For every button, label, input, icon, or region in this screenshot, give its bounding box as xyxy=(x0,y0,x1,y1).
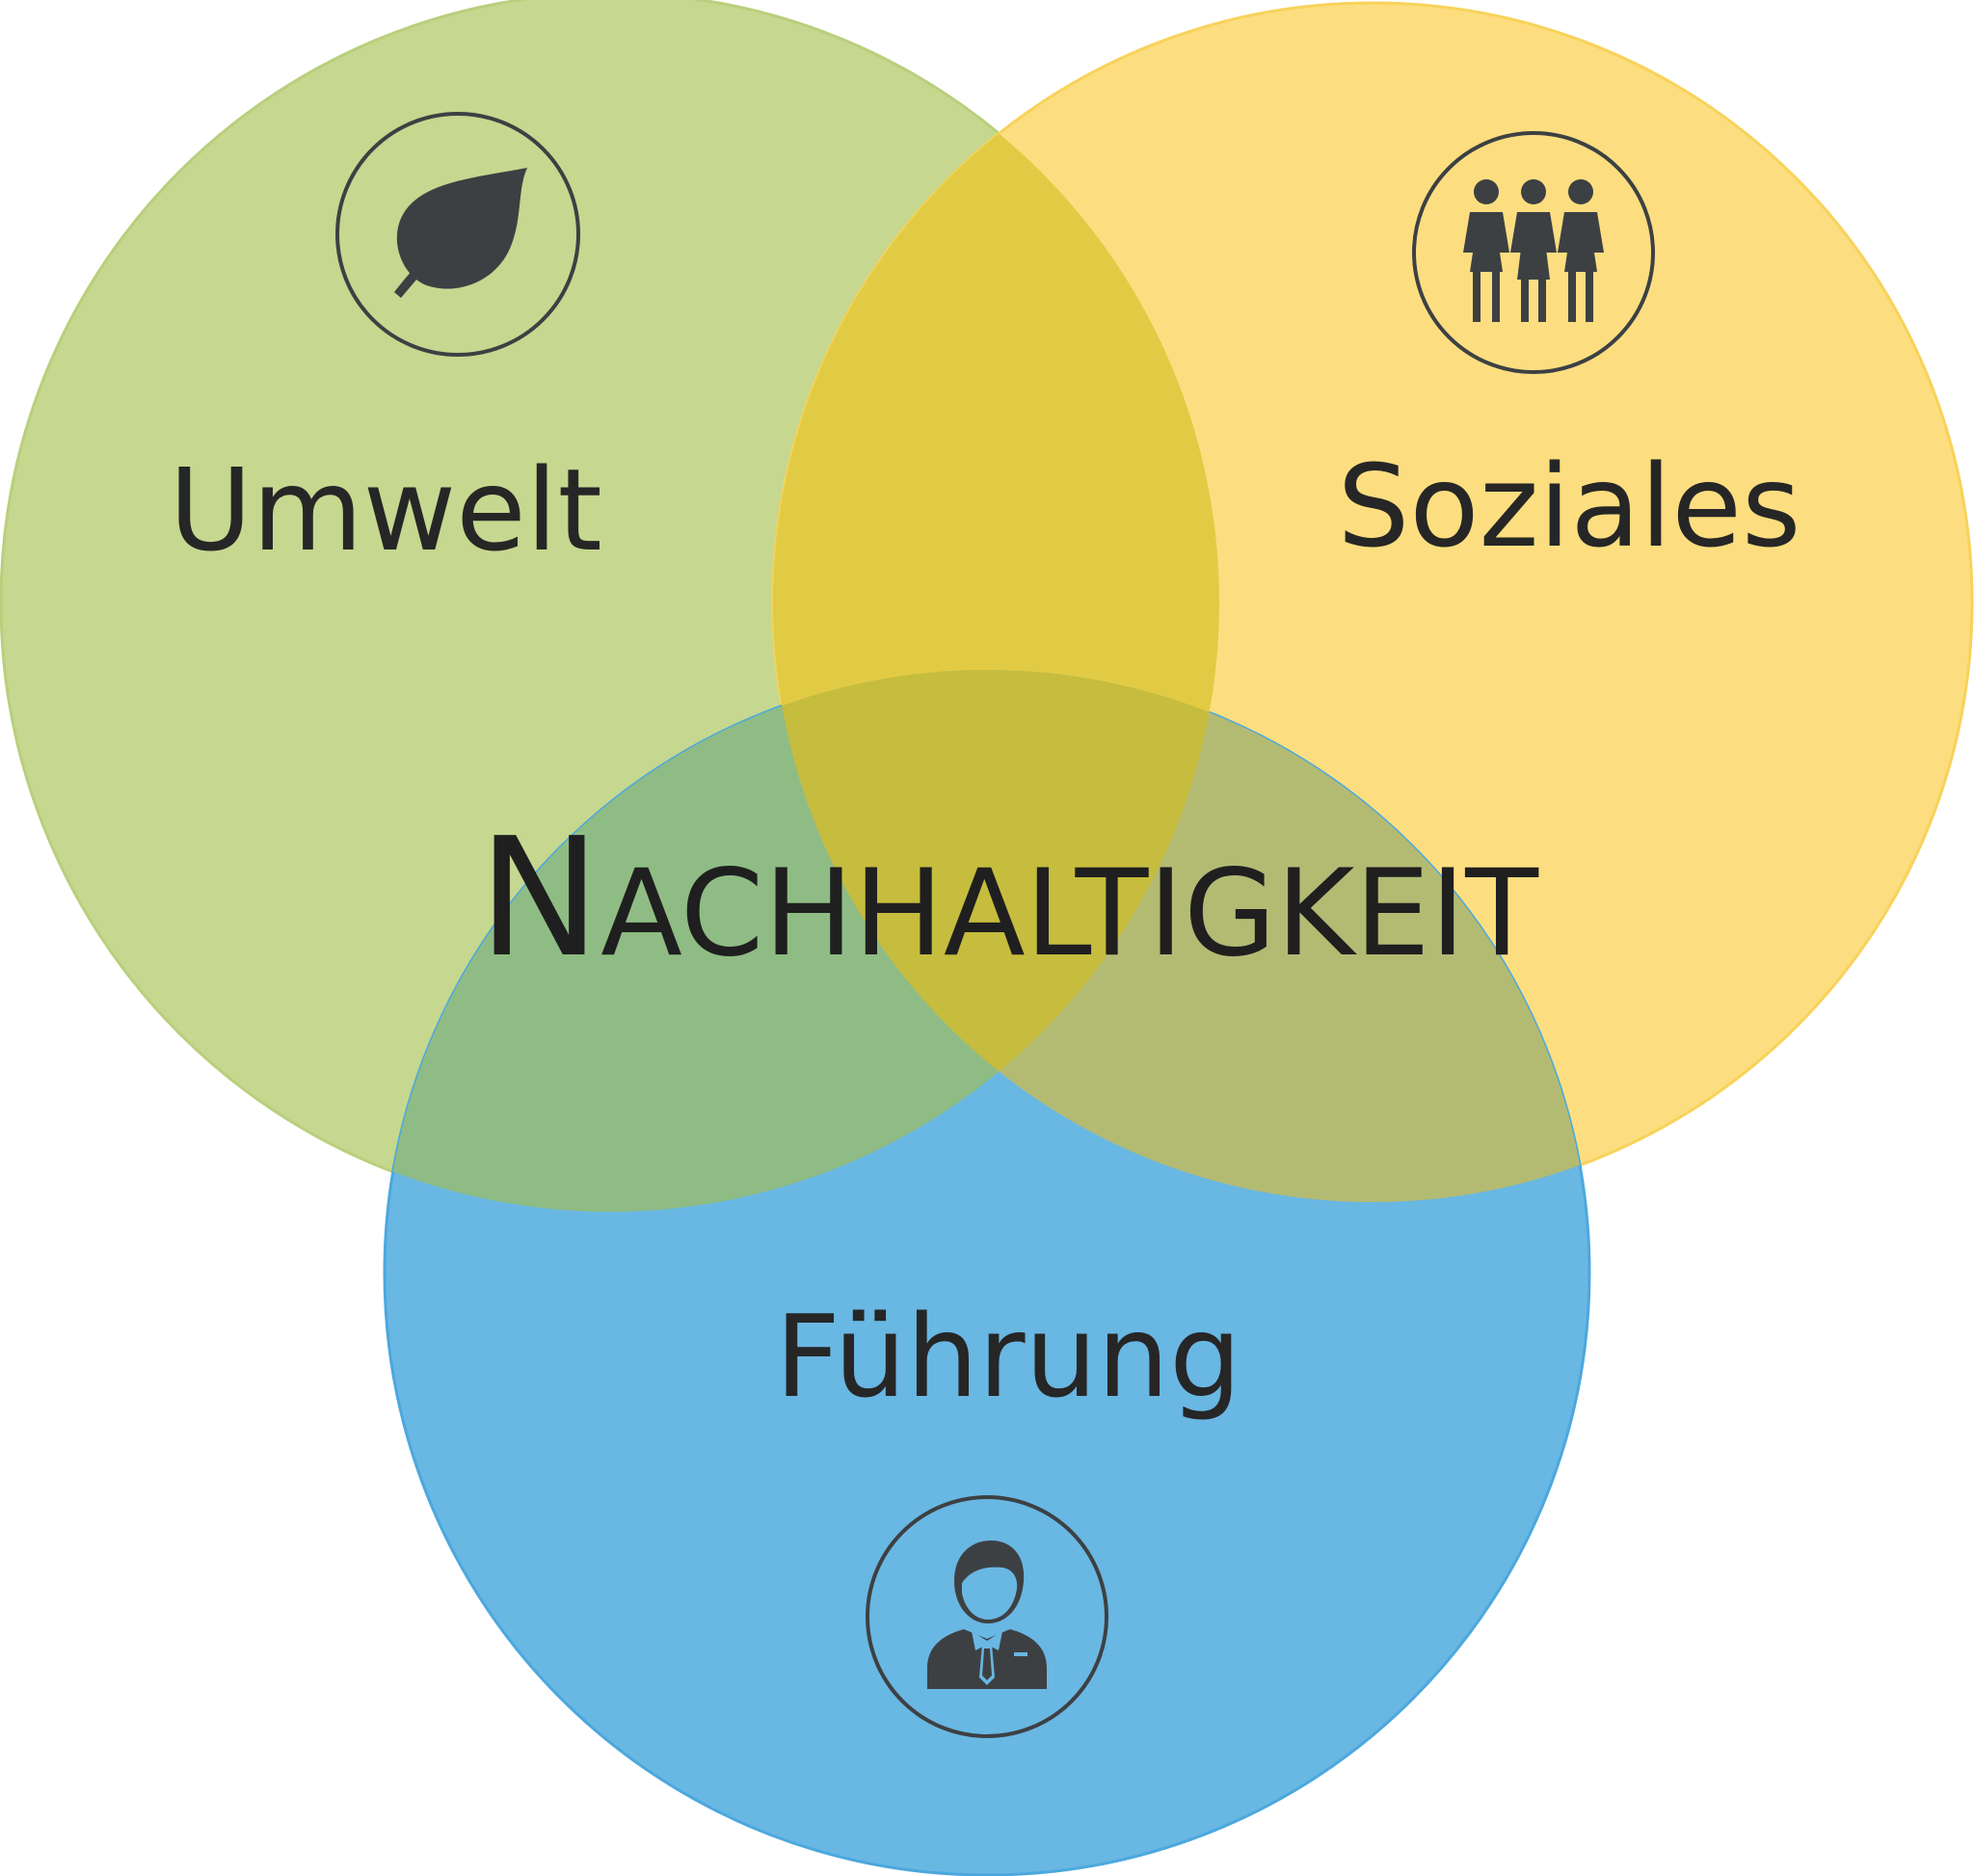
leaf-icon xyxy=(394,168,527,298)
center-label-rest: ACHHALTIGKEIT xyxy=(600,844,1539,983)
label-umwelt: Umwelt xyxy=(169,443,601,576)
label-fuehrung: Führung xyxy=(775,1290,1241,1423)
fuehrung-icon-ring xyxy=(866,1495,1108,1738)
businessman-icon xyxy=(927,1541,1047,1689)
center-label-nachhaltigkeit: NACHHALTIGKEIT xyxy=(478,803,1539,994)
umwelt-icon-badge xyxy=(335,112,580,357)
people-group-icon xyxy=(1463,179,1604,322)
soziales-icon-ring xyxy=(1412,131,1655,374)
overlap-umwelt-fuehrung xyxy=(385,670,1219,1212)
soziales-icon-badge xyxy=(1412,131,1655,374)
umwelt-icon-ring xyxy=(335,112,580,357)
label-soziales: Soziales xyxy=(1338,440,1801,573)
center-label-initial: N xyxy=(478,803,600,994)
fuehrung-icon-badge xyxy=(866,1495,1108,1738)
overlap-soziales-fuehrung xyxy=(773,670,1589,1202)
